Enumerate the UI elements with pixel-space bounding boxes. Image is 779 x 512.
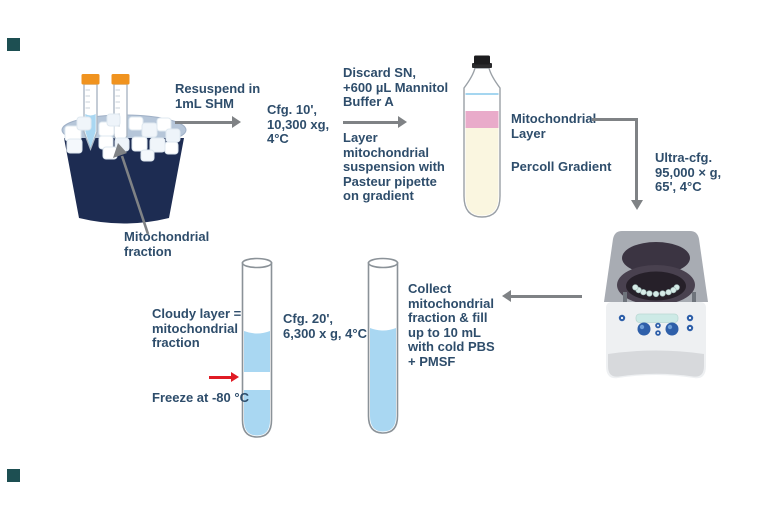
collect-label: Collect mitochondrial fraction & fill up… [408, 281, 495, 369]
tube-cap [81, 74, 100, 85]
control-buttons [618, 314, 694, 336]
mito-layer-label: Mitochondrial Layer [511, 111, 597, 141]
ultra-cfg-label: Ultra-cfg. 95,000 × g, 65', 4°C [655, 150, 722, 195]
tube-liquid [370, 328, 396, 432]
cfg2-label: Cfg. 20', 6,300 x g, 4°C [283, 311, 367, 341]
freeze-label: Freeze at -80 °C [152, 390, 249, 405]
centrifuge-illustration [604, 231, 708, 379]
lid-inner-seal [622, 242, 690, 274]
resuspend-label: Resuspend in 1mL SHM [175, 81, 261, 111]
arrowhead-right-icon [232, 116, 241, 128]
percoll-gradient-label: Percoll Gradient [511, 159, 612, 174]
cloudy-layer-label: Cloudy layer = mitochondrial fraction [152, 306, 242, 351]
arrow-shaft [175, 120, 233, 124]
arrow-shaft [510, 294, 582, 298]
discard-label: Discard SN, +600 µL Mannitol Buffer A [343, 65, 449, 110]
hinge-right [692, 292, 696, 307]
collect-tube-illustration [367, 257, 399, 434]
arrow-step2 [343, 116, 407, 128]
ice-cubes [64, 113, 181, 162]
arrowhead-right-icon [398, 116, 407, 128]
centrifuge-base [608, 350, 704, 377]
arrowhead-down-icon [630, 200, 643, 210]
tube-cap [474, 55, 490, 65]
elbow-arrow-horizontal [592, 118, 638, 121]
conical-tube-empty [111, 74, 130, 150]
red-pointer-arrow [209, 372, 239, 384]
mitochondrial-band [465, 111, 499, 128]
cfg1-label: Cfg. 10', 10,300 xg, 4°C [267, 102, 330, 147]
ice-bucket-illustration [61, 74, 187, 224]
percoll-gradient-fill [465, 128, 499, 216]
arrow-step4 [502, 290, 582, 302]
control-knobs [637, 322, 679, 336]
cloudy-layer-band [243, 372, 271, 390]
teal-marker-top [7, 38, 20, 51]
percoll-tube-illustration [463, 55, 501, 218]
conical-tube-sample [81, 74, 100, 151]
mito-fraction-label: Mitochondrial fraction [124, 229, 210, 259]
display-screen [635, 313, 679, 323]
layer-label: Layer mitochondrial suspension with Past… [343, 130, 445, 204]
rotor-tubes [632, 284, 680, 298]
elbow-arrow-vertical [635, 118, 638, 202]
freeze-tube-illustration [241, 257, 273, 438]
mito-fraction-pointer-arrow [113, 143, 150, 235]
teal-marker-bottom [7, 469, 20, 482]
tube-cap [111, 74, 130, 85]
arrow-step1 [175, 116, 241, 128]
buffer-line [465, 93, 499, 95]
arrow-shaft [209, 376, 232, 379]
arrow-shaft [343, 120, 399, 124]
arrowhead-left-icon [502, 290, 511, 302]
arrowhead-right-icon [231, 372, 239, 382]
hinge-left [623, 292, 627, 307]
tube-mouth [367, 257, 399, 269]
tube-mouth [241, 257, 273, 269]
